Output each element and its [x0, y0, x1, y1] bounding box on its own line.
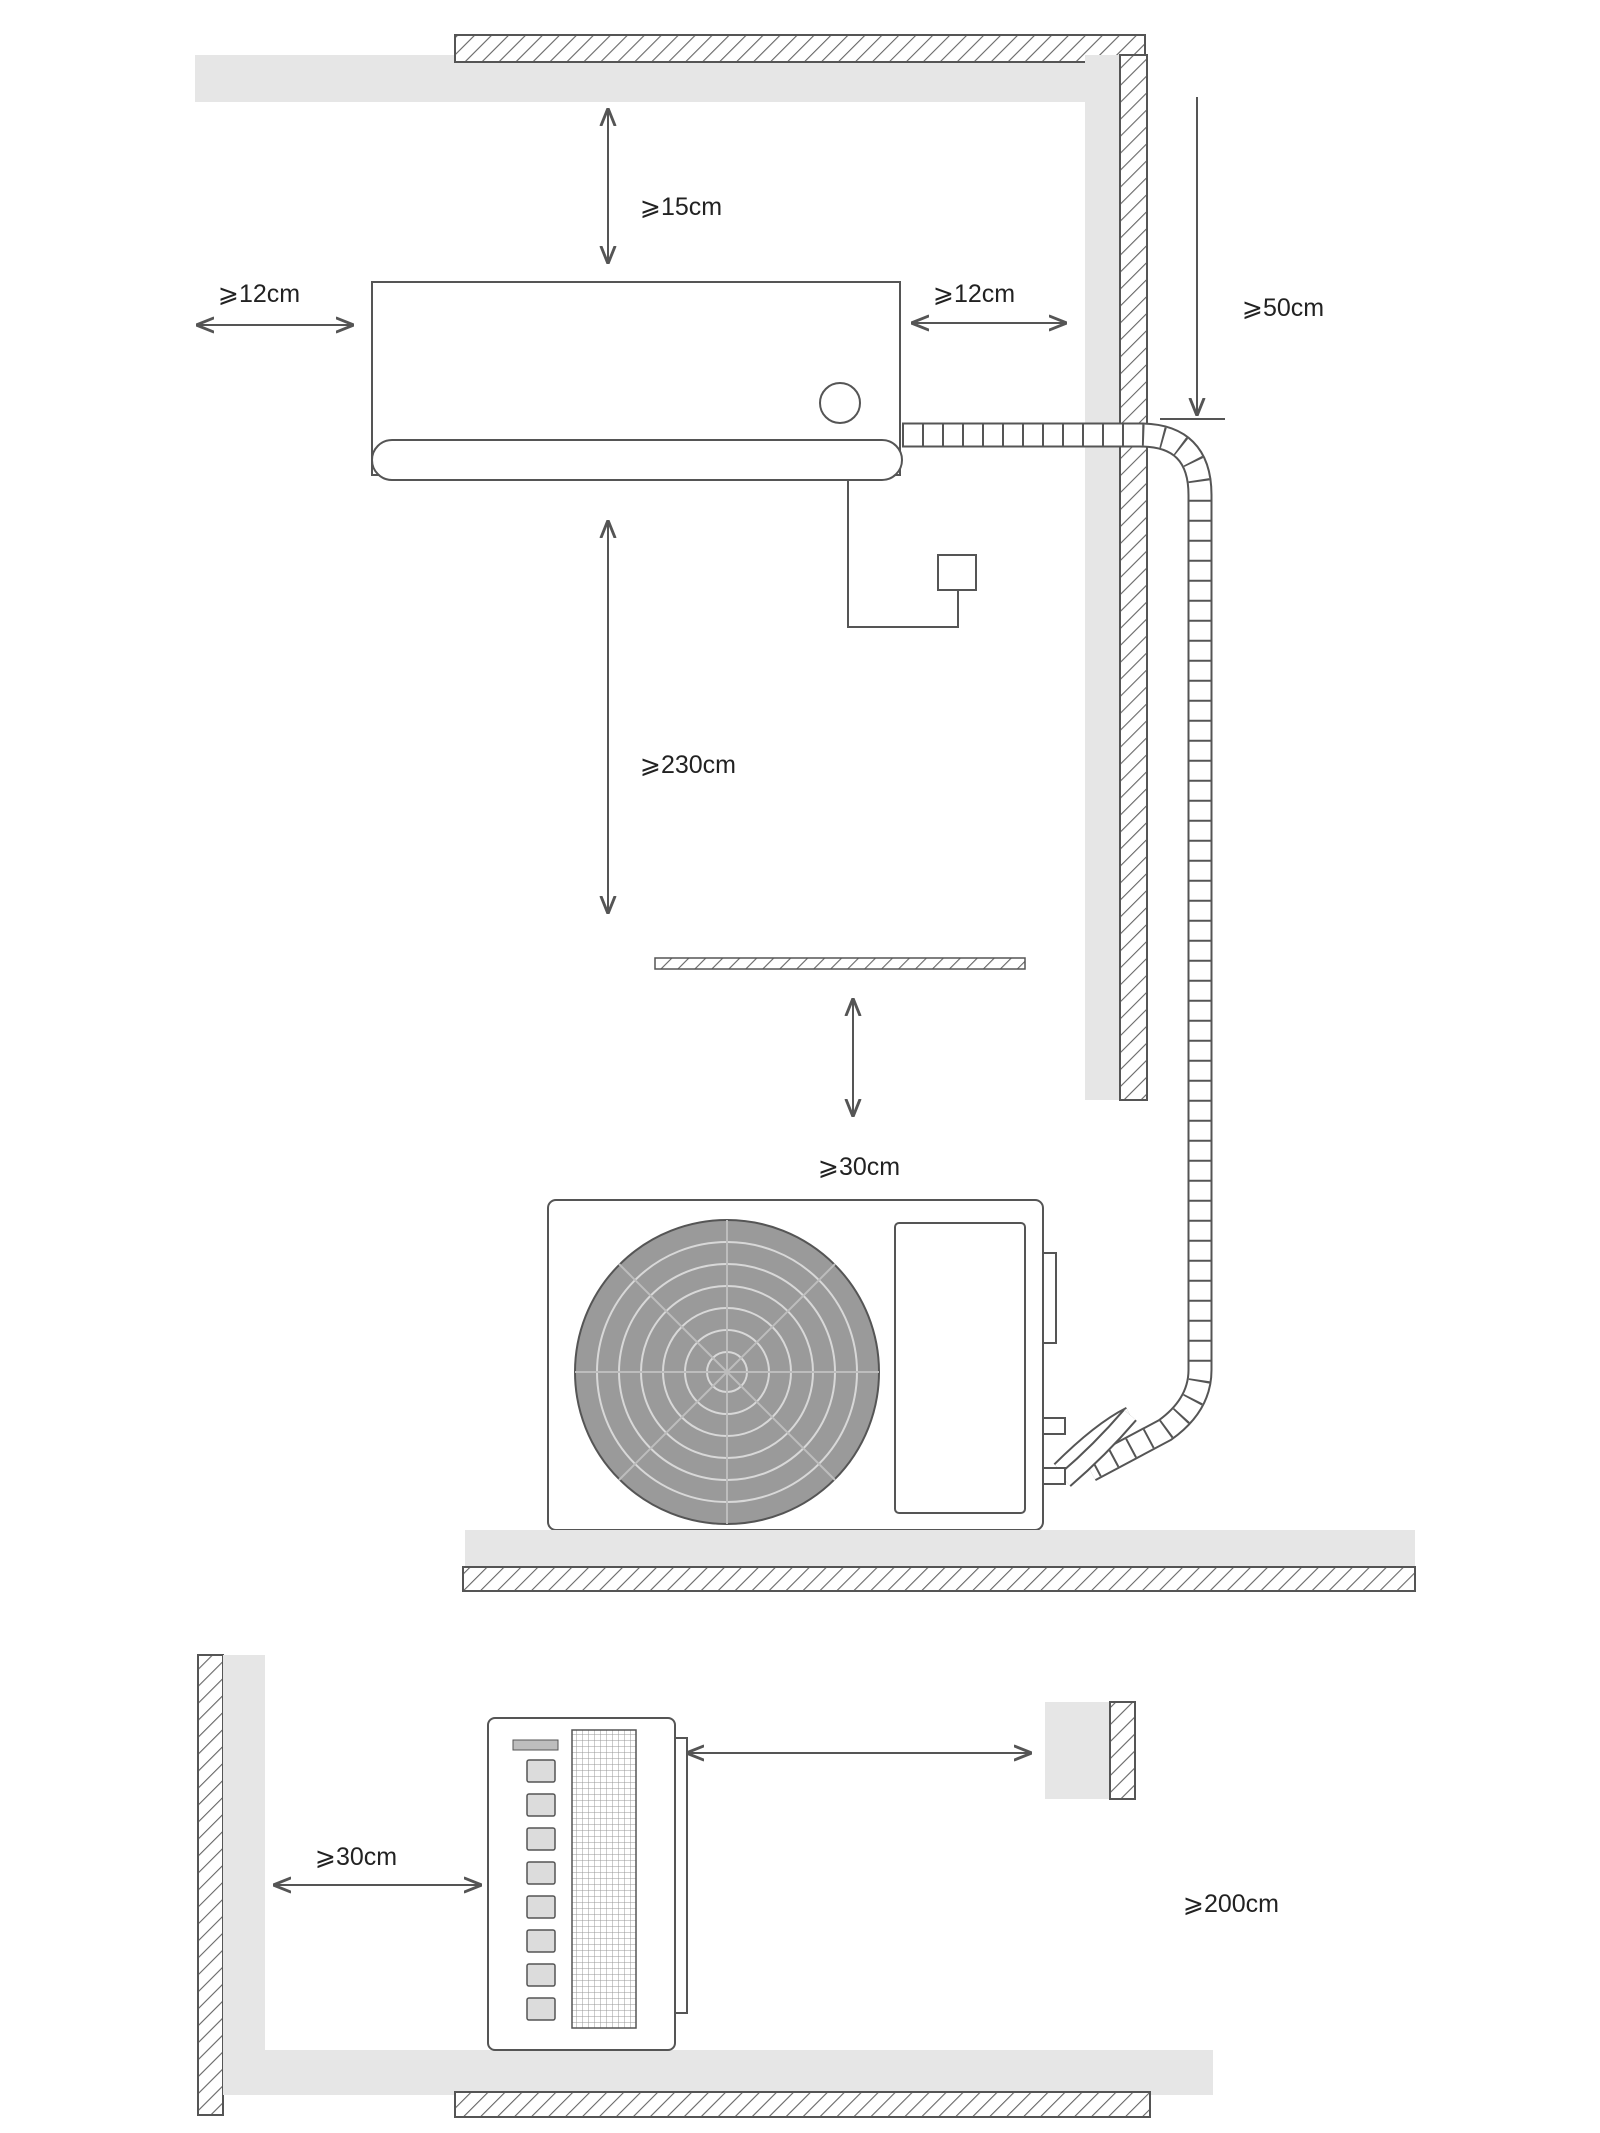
side-wall [1085, 54, 1148, 1101]
outdoor-unit-top-view [487, 1717, 688, 2051]
label-outdoor-back-clearance: ⩾30cm [315, 1843, 397, 1871]
ceiling-wall [195, 34, 1146, 102]
label-outdoor-top-clearance: ⩾30cm [818, 1153, 900, 1181]
shelf-plate [654, 957, 1026, 970]
plan-walls [197, 1654, 1213, 2118]
dimension-arrows [198, 97, 1225, 1885]
label-wall-pipe-height: ⩾50cm [1242, 294, 1324, 322]
label-left-clearance: ⩾12cm [218, 280, 300, 308]
ground-slab [462, 1530, 1416, 1592]
power-socket [937, 554, 977, 591]
indoor-unit [371, 281, 903, 481]
label-outdoor-front-clearance: ⩾200cm [1183, 1890, 1279, 1918]
power-cable [847, 480, 977, 628]
label-floor-height: ⩾230cm [640, 751, 736, 779]
fan-grille [574, 1219, 880, 1525]
outdoor-unit-front [547, 1199, 1066, 1531]
label-top-clearance: ⩾15cm [640, 193, 722, 221]
label-right-clearance: ⩾12cm [933, 280, 1015, 308]
refrigerant-pipe [902, 422, 1213, 1487]
